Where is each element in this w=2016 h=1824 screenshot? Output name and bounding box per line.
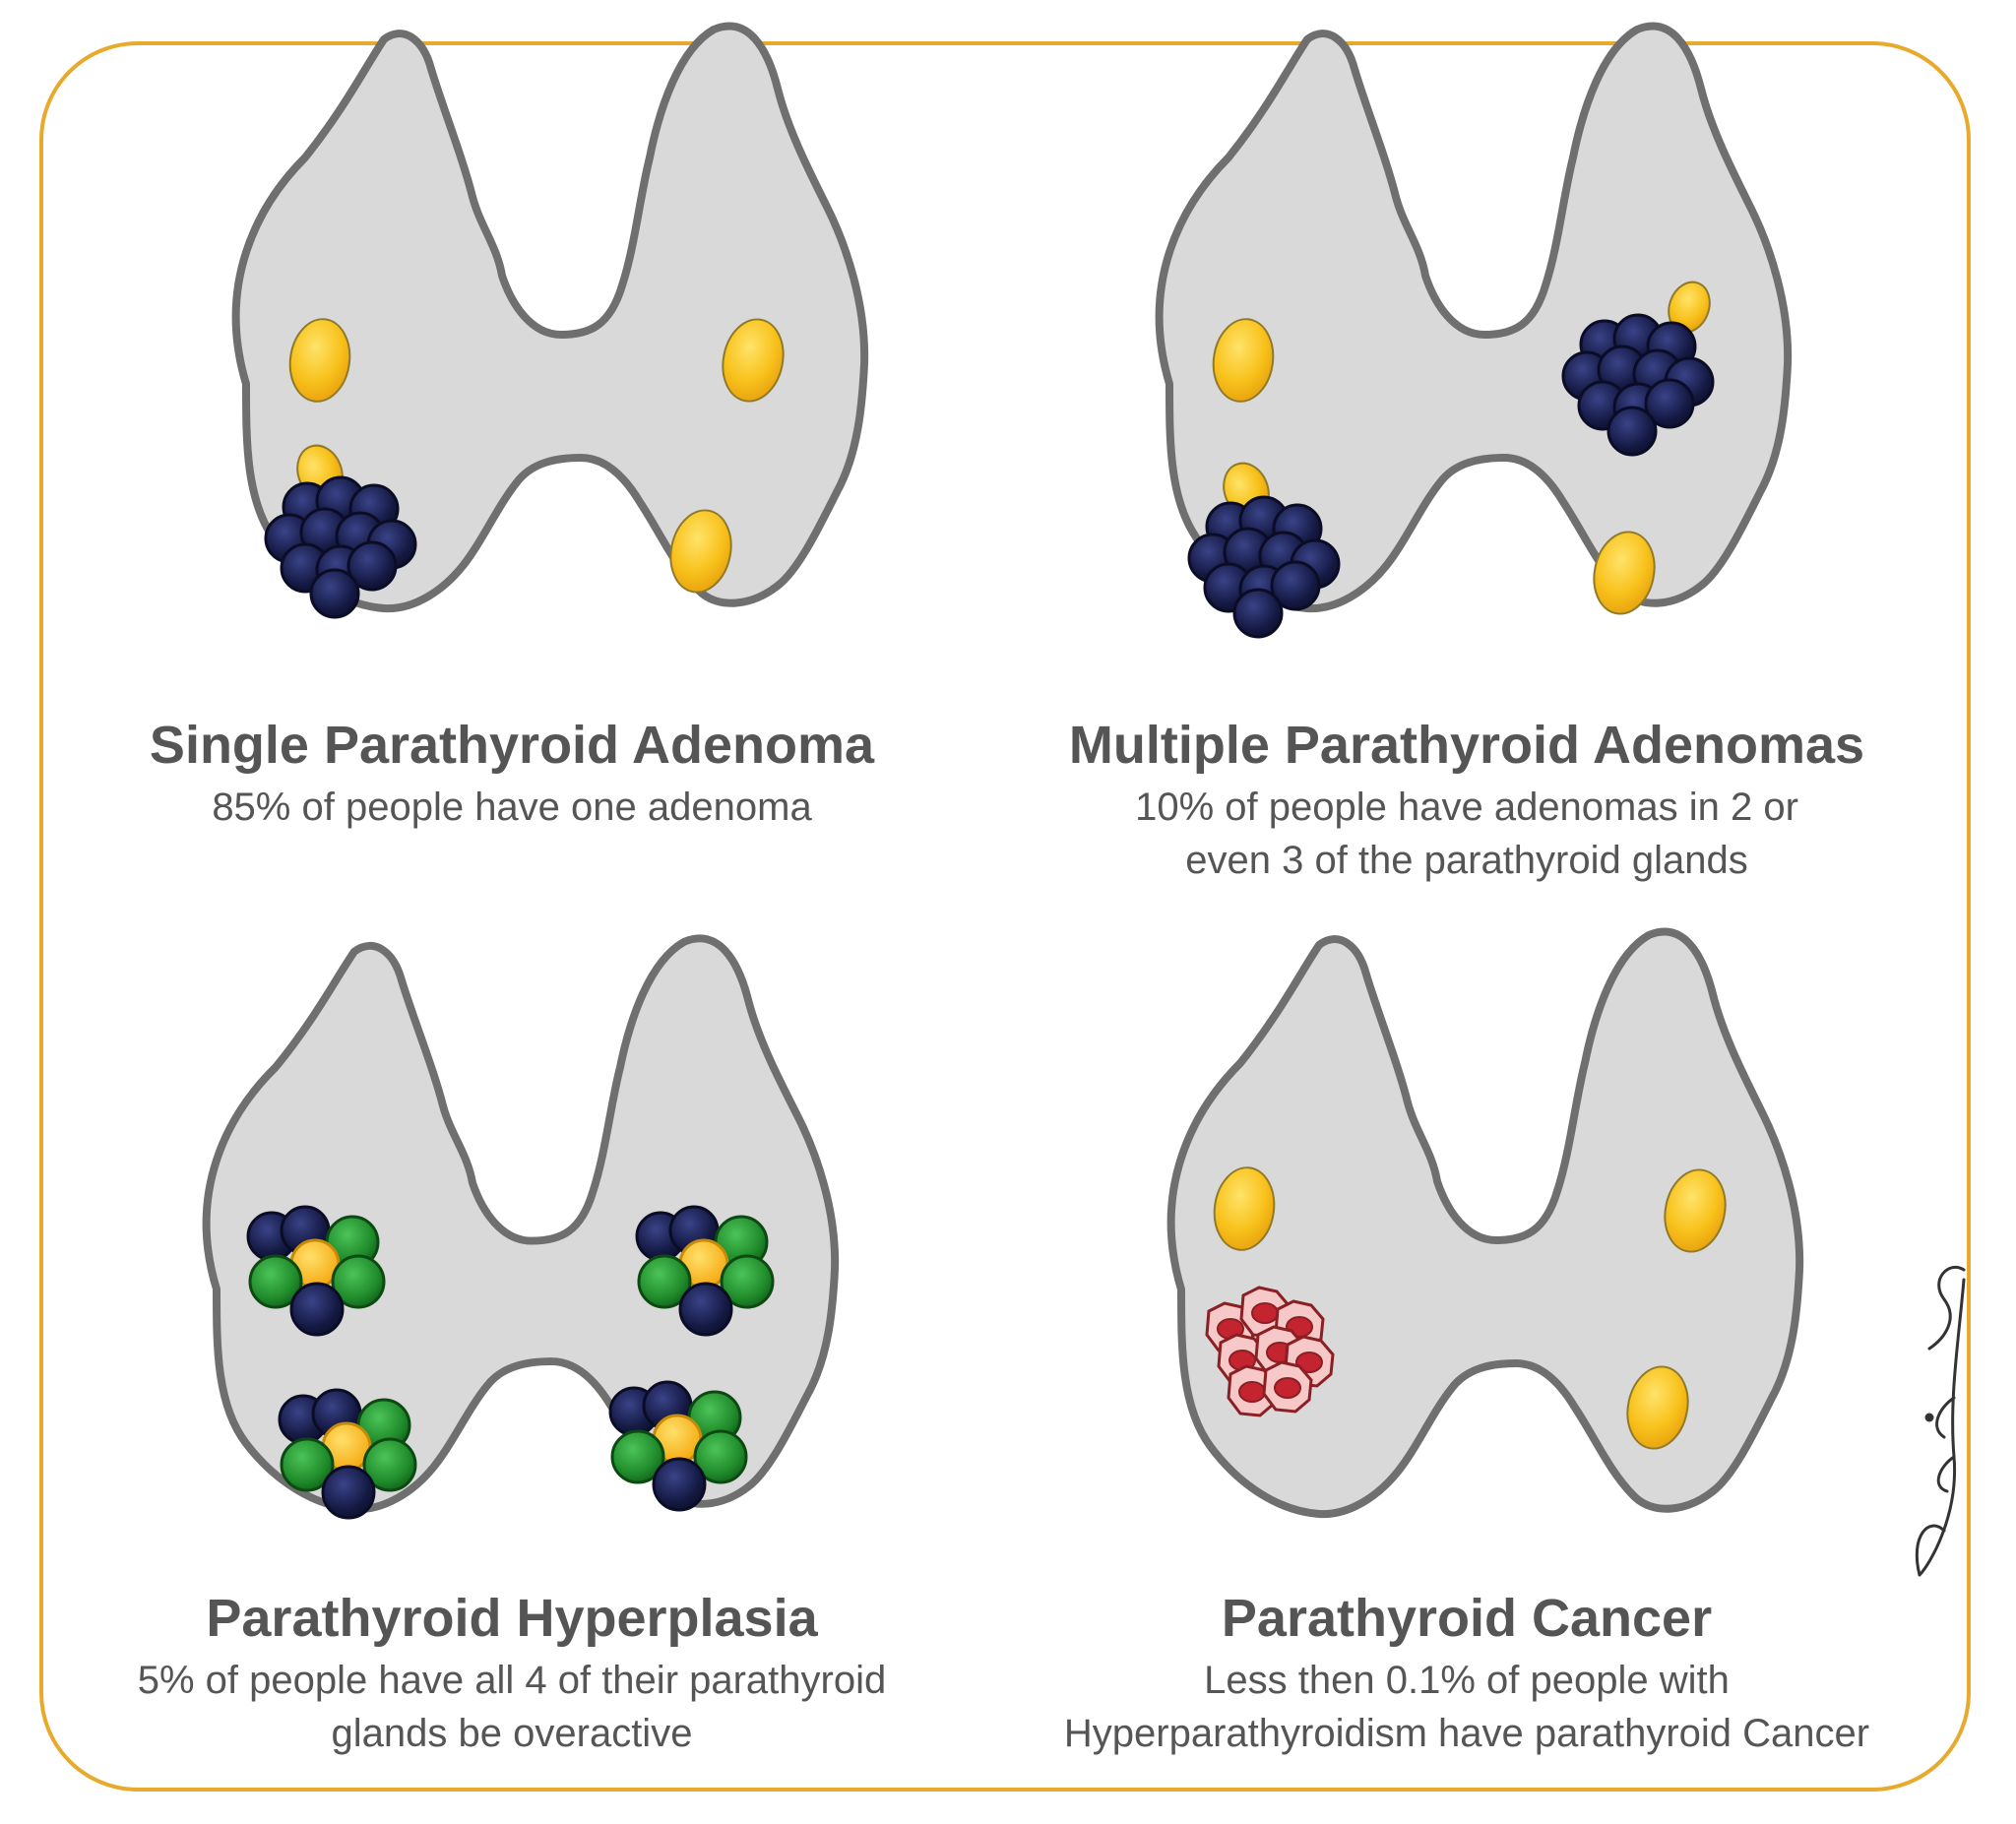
- panel-cancer-text: Parathyroid Cancer Less then 0.1% of peo…: [984, 1587, 1949, 1760]
- thyroid-hyperplasia: [207, 938, 835, 1520]
- panel-title: Single Parathyroid Adenoma: [149, 716, 875, 775]
- thyroid-cancer: [1171, 931, 1799, 1514]
- gland-upper-left: [1212, 318, 1275, 403]
- panel-caption: Less then 0.1% of people with Hyperparat…: [984, 1654, 1949, 1760]
- panel-caption: 10% of people have adenomas in 2 or even…: [1014, 781, 1920, 887]
- thyroid-multiple: [1160, 26, 1788, 639]
- panel-caption: 85% of people have one adenoma: [59, 781, 965, 834]
- caption-line: 10% of people have adenomas in 2 or: [1135, 786, 1798, 829]
- caption-line: 85% of people have one adenoma: [212, 786, 812, 829]
- panel-title: Parathyroid Cancer: [1221, 1589, 1713, 1648]
- adenoma-cluster-left: [1187, 495, 1341, 639]
- panel-title: Multiple Parathyroid Adenomas: [1068, 716, 1865, 775]
- panel-title: Parathyroid Hyperplasia: [206, 1589, 818, 1648]
- caption-line: 5% of people have all 4 of their parathy…: [137, 1659, 887, 1702]
- panel-hyperplasia-text: Parathyroid Hyperplasia 5% of people hav…: [59, 1587, 965, 1760]
- signature-mark: [1915, 1265, 1966, 1577]
- caption-line: Less then 0.1% of people with: [1204, 1659, 1730, 1702]
- gland-upper-left: [288, 318, 351, 403]
- thyroid-single: [236, 26, 864, 619]
- gland-lower-right: [1626, 1365, 1689, 1450]
- caption-line: glands be overactive: [331, 1712, 693, 1755]
- gland-upper-left: [1213, 1166, 1276, 1251]
- gland-upper-right: [1664, 1168, 1727, 1253]
- caption-line: Hyperparathyroidism have parathyroid Can…: [1063, 1712, 1870, 1755]
- panel-multiple-text: Multiple Parathyroid Adenomas 10% of peo…: [1014, 714, 1920, 887]
- gland-lower-right: [669, 509, 732, 594]
- caption-line: even 3 of the parathyroid glands: [1185, 839, 1748, 882]
- gland-upper-right: [722, 318, 785, 403]
- panel-single-text: Single Parathyroid Adenoma 85% of people…: [59, 714, 965, 834]
- gland-lower-right: [1593, 531, 1656, 615]
- panel-caption: 5% of people have all 4 of their parathy…: [59, 1654, 965, 1760]
